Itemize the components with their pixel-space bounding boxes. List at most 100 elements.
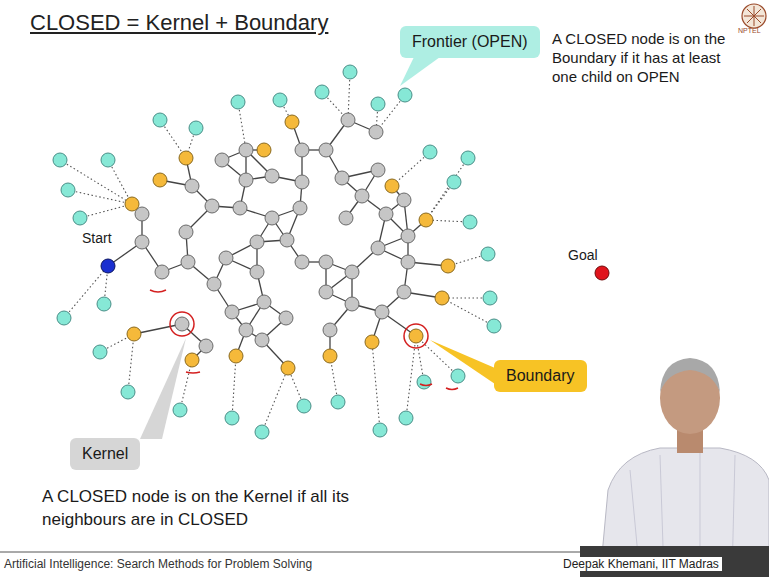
- open-node: [398, 88, 412, 102]
- open-node: [173, 403, 187, 417]
- open-node: [231, 95, 245, 109]
- kernel-node: [323, 323, 337, 337]
- start-label: Start: [80, 230, 114, 246]
- kernel-node: [250, 235, 264, 249]
- open-node: [481, 247, 495, 261]
- frontier-edge: [426, 158, 468, 220]
- kernel-node: [239, 323, 253, 337]
- kernel-node: [250, 265, 264, 279]
- watermark: NPTEL: [738, 27, 761, 34]
- kernel-node: [293, 201, 307, 215]
- definition-note: A CLOSED node is on the Kernel if all it…: [42, 486, 372, 532]
- frontier-edge: [80, 204, 132, 218]
- open-node: [483, 291, 497, 305]
- frontier-edge: [232, 356, 236, 418]
- kernel-node: [265, 169, 279, 183]
- frontier-edge: [180, 360, 192, 410]
- boundary-node: [385, 179, 399, 193]
- kernel-node: [179, 225, 193, 239]
- kernel-node: [295, 255, 309, 269]
- boundary-node: [185, 353, 199, 367]
- callout-tail: [400, 57, 440, 86]
- kernel-node: [401, 255, 415, 269]
- kernel-node: [185, 179, 199, 193]
- open-node: [273, 93, 287, 107]
- open-node: [225, 411, 239, 425]
- open-node: [53, 153, 67, 167]
- boundary-node: [257, 143, 271, 157]
- callout-text: Frontier (OPEN): [412, 33, 528, 51]
- open-node: [331, 395, 345, 409]
- boundary-node: [229, 349, 243, 363]
- open-node: [417, 375, 431, 389]
- frontier-edge: [262, 368, 288, 432]
- footer-text: Artificial Intelligence: Search Methods …: [4, 557, 312, 571]
- annotation-circle: [404, 324, 428, 348]
- kernel-node: [225, 305, 239, 319]
- kernel-node: [345, 297, 359, 311]
- kernel-node: [257, 295, 271, 309]
- frontier-edge: [68, 190, 132, 204]
- kernel-node: [219, 251, 233, 265]
- open-node: [423, 145, 437, 159]
- kernel-node: [345, 265, 359, 279]
- kernel-node: [401, 229, 415, 243]
- kernel-node: [371, 241, 385, 255]
- annotation-mark: [186, 372, 200, 373]
- kernel-node: [319, 255, 333, 269]
- kernel-node: [295, 143, 309, 157]
- kernel-node: [397, 193, 411, 207]
- emblem-circle: [742, 4, 766, 28]
- kernel-node: [239, 143, 253, 157]
- start-node: [101, 259, 115, 273]
- kernel-node: [181, 255, 195, 269]
- boundary-node: [435, 291, 449, 305]
- kernel-node: [371, 163, 385, 177]
- kernel-node: [135, 235, 149, 249]
- footer-text: Deepak Khemani, IIT Madras: [560, 557, 722, 571]
- annotation-circle: [170, 312, 194, 336]
- frontier-edge: [392, 152, 430, 186]
- open-node: [447, 175, 461, 189]
- presenter-hair: [660, 358, 720, 392]
- kernel-node: [199, 339, 213, 353]
- kernel-node: [239, 173, 253, 187]
- open-node: [101, 153, 115, 167]
- kernel-node: [279, 311, 293, 325]
- presenter-figure: [580, 358, 769, 577]
- open-node: [93, 345, 107, 359]
- open-node: [297, 399, 311, 413]
- open-node: [315, 85, 329, 99]
- kernel-node: [205, 199, 219, 213]
- kernel-node: [155, 265, 169, 279]
- kernel-node: [175, 317, 189, 331]
- nptel-emblem: [742, 4, 766, 28]
- kernel-node: [319, 143, 333, 157]
- boundary-node: [153, 173, 167, 187]
- boundary-node: [365, 335, 379, 349]
- open-node: [399, 411, 413, 425]
- open-node: [255, 425, 269, 439]
- goal-label: Goal: [566, 247, 600, 263]
- open-node: [461, 151, 475, 165]
- boundary-node: [441, 259, 455, 273]
- open-node: [373, 423, 387, 437]
- boundary-callout: Boundary: [494, 360, 587, 392]
- frontier-edge: [128, 334, 134, 392]
- frontier-callout: Frontier (OPEN): [400, 26, 540, 58]
- open-node: [97, 297, 111, 311]
- boundary-node: [323, 349, 337, 363]
- boundary-node: [419, 213, 433, 227]
- kernel-node: [295, 175, 309, 189]
- frontier-edge: [372, 342, 380, 430]
- kernel-node: [319, 285, 333, 299]
- kernel-node: [379, 207, 393, 221]
- open-node: [153, 113, 167, 127]
- annotation-mark: [150, 290, 166, 292]
- open-node: [73, 211, 87, 225]
- callout-text: Boundary: [506, 367, 575, 385]
- kernel-node: [207, 277, 221, 291]
- red-annotations: [150, 290, 458, 390]
- boundary-node: [409, 329, 423, 343]
